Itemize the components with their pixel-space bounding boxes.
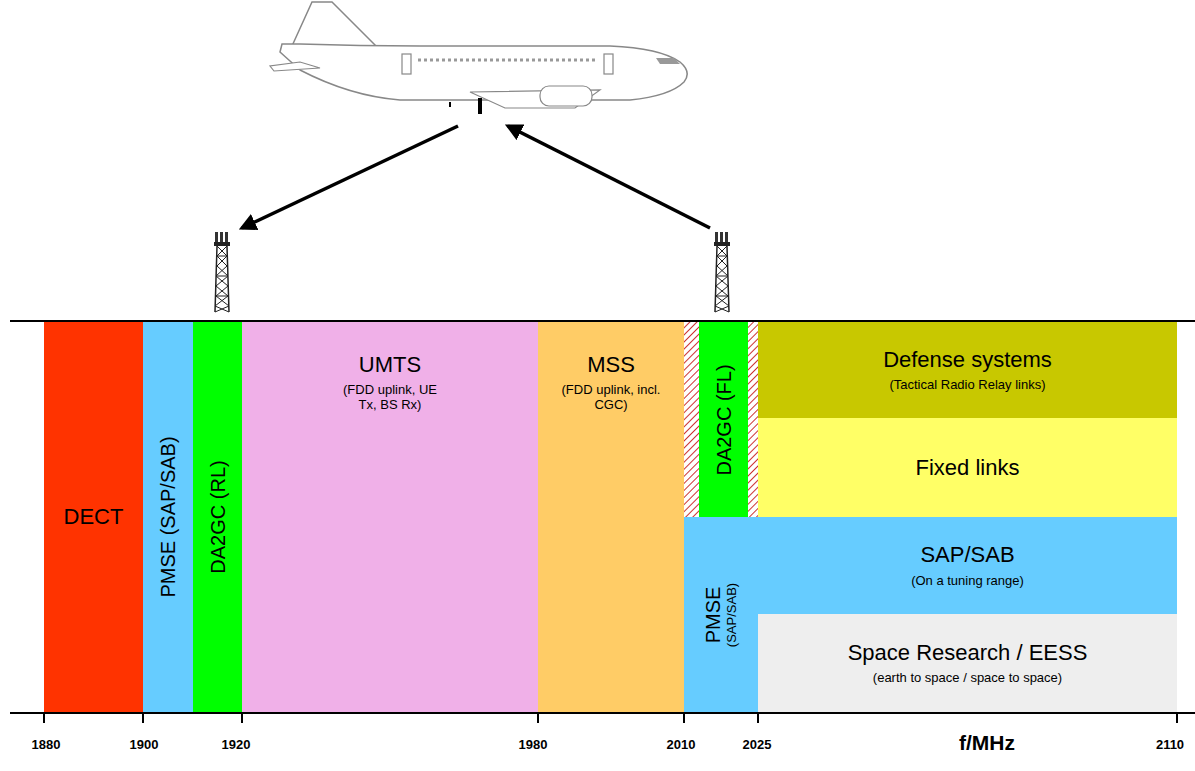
band-name: PMSE [702, 586, 725, 643]
spectrum-band: SAP/SAB (On a tuning range) [758, 517, 1177, 614]
tower [214, 232, 230, 312]
axis-line [10, 712, 1195, 714]
spectrum-band: PMSE(SAP/SAB) [684, 517, 758, 712]
band-note: (FDD uplink, incl. CGC) [559, 383, 663, 413]
band-name: DECT [64, 504, 124, 529]
tower [714, 232, 730, 312]
spectrum-band: Space Research / EESS (earth to space / s… [758, 614, 1177, 712]
band-note: (On a tuning range) [911, 574, 1024, 589]
axis-label: 1880 [32, 737, 61, 752]
airplane [270, 2, 687, 114]
band-note: (earth to space / space to space) [873, 671, 1062, 686]
axis-ticks [44, 713, 1177, 723]
spectrum-band: DA2GC (FL) [699, 322, 748, 517]
band-name: UMTS [359, 352, 421, 377]
axis-label: 1900 [130, 737, 159, 752]
band-note: (FDD uplink, UE Tx, BS Rx) [338, 383, 442, 413]
band-name: MSS [587, 352, 635, 377]
spectrum-band: Fixed links [758, 418, 1177, 517]
downlink-arrow [242, 126, 458, 228]
spectrum-band: UMTS (FDD uplink, UE Tx, BS Rx) [242, 322, 538, 712]
axis-label: 1920 [222, 737, 251, 752]
band-name: SAP/SAB [920, 542, 1014, 567]
band-name: Defense systems [883, 347, 1052, 372]
axis-label: f/MHz [959, 731, 1015, 755]
band-name: Space Research / EESS [848, 640, 1088, 665]
band-name: Fixed links [916, 455, 1020, 480]
guard-band [748, 322, 758, 517]
axis-label: 2110 [1156, 737, 1184, 752]
spectrum-band: MSS (FDD uplink, incl. CGC) [538, 322, 684, 712]
band-name: DA2GC (FL) [712, 364, 735, 475]
band-name: PMSE (SAP/SAB) [157, 436, 180, 597]
band-note: (Tactical Radio Relay links) [889, 378, 1045, 393]
spectrum-band: PMSE (SAP/SAB) [143, 322, 193, 712]
axis-label: 2025 [743, 737, 772, 752]
spectrum-band: DA2GC (RL) [193, 322, 242, 712]
spectrum-band: Defense systems (Tactical Radio Relay lin… [758, 322, 1177, 418]
spectrum-band: DECT [44, 322, 143, 712]
axis-label: 2010 [667, 737, 696, 752]
axis-label: 1980 [519, 737, 548, 752]
guard-band [684, 322, 699, 517]
band-note: (SAP/SAB) [725, 582, 740, 646]
band-name: DA2GC (RL) [206, 460, 229, 573]
uplink-arrow [508, 126, 710, 228]
